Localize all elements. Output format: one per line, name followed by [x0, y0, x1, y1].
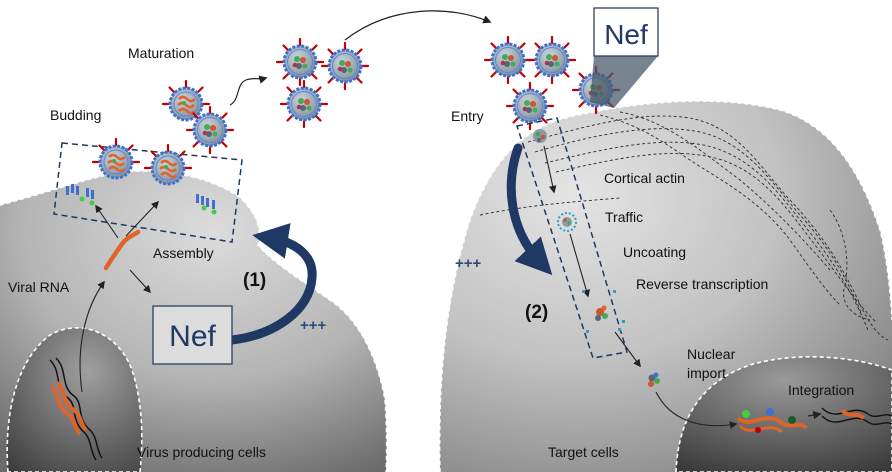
left-nucleus	[6, 327, 143, 472]
target-cells-label: Target cells	[548, 444, 619, 460]
budding-label: Budding	[50, 107, 101, 123]
reverse-transcription-complex-icon	[582, 290, 625, 333]
virus-producing-cells-label: Virus producing cells	[137, 444, 266, 460]
traffic-label: Traffic	[605, 209, 643, 225]
maturing-virion-icon	[185, 105, 235, 155]
assembly-proteins-icon	[66, 184, 217, 215]
reverse-transcription-label: Reverse transcription	[636, 276, 768, 292]
target-cell	[438, 100, 892, 472]
mature-virion-icon	[275, 37, 325, 87]
right-nucleus	[675, 356, 892, 472]
step-1-label: (1)	[243, 270, 266, 291]
entry-label: Entry	[451, 108, 484, 124]
incoming-virion-icon	[483, 35, 533, 85]
trafficking-capsid-icon	[557, 212, 577, 232]
step-2-label: (2)	[525, 302, 548, 323]
mature-virion-icon	[320, 41, 370, 91]
proviral-dna-icon	[49, 357, 103, 461]
uncoating-label: Uncoating	[623, 244, 686, 260]
nef-label-zoom: Nef	[604, 19, 648, 50]
right-cell-membrane	[438, 100, 892, 472]
maturation-label: Maturation	[128, 45, 194, 61]
incoming-virion-icon	[527, 35, 577, 85]
cortical-actin-fibers	[479, 111, 889, 341]
maturing-virion-icon	[161, 79, 211, 122]
integration-label: Integration	[788, 382, 854, 398]
cortical-actin-label: Cortical actin	[604, 170, 685, 186]
nuclear-import-label-line2: import	[687, 365, 726, 381]
assembly-label: Assembly	[153, 245, 214, 261]
fusing-virion-icon	[505, 81, 555, 131]
nuclear-import-label-line1: Nuclear	[687, 346, 736, 362]
nef-box-zoom	[593, 7, 659, 57]
mature-virion-icon	[279, 79, 329, 129]
nef-label-left: Nef	[169, 320, 216, 353]
plus-label-left: +++	[300, 317, 327, 334]
transfer-arrow	[344, 10, 492, 41]
entry-traffic-region-box	[516, 117, 628, 359]
nef-effect-arrow-1	[227, 223, 317, 345]
maturation-arrow	[229, 75, 268, 106]
plus-label-right: +++	[455, 255, 482, 272]
nef-effect-arrow-2	[506, 143, 553, 276]
pre-integration-complex-icon	[648, 372, 660, 387]
nef-zoom-callout	[590, 56, 658, 108]
viral-rna-strand-icon	[103, 229, 141, 271]
viral-rna-label: Viral RNA	[8, 279, 70, 295]
integration-dna-icon	[736, 407, 892, 434]
nef-box-left	[152, 305, 233, 365]
capsid-icon	[533, 129, 547, 143]
